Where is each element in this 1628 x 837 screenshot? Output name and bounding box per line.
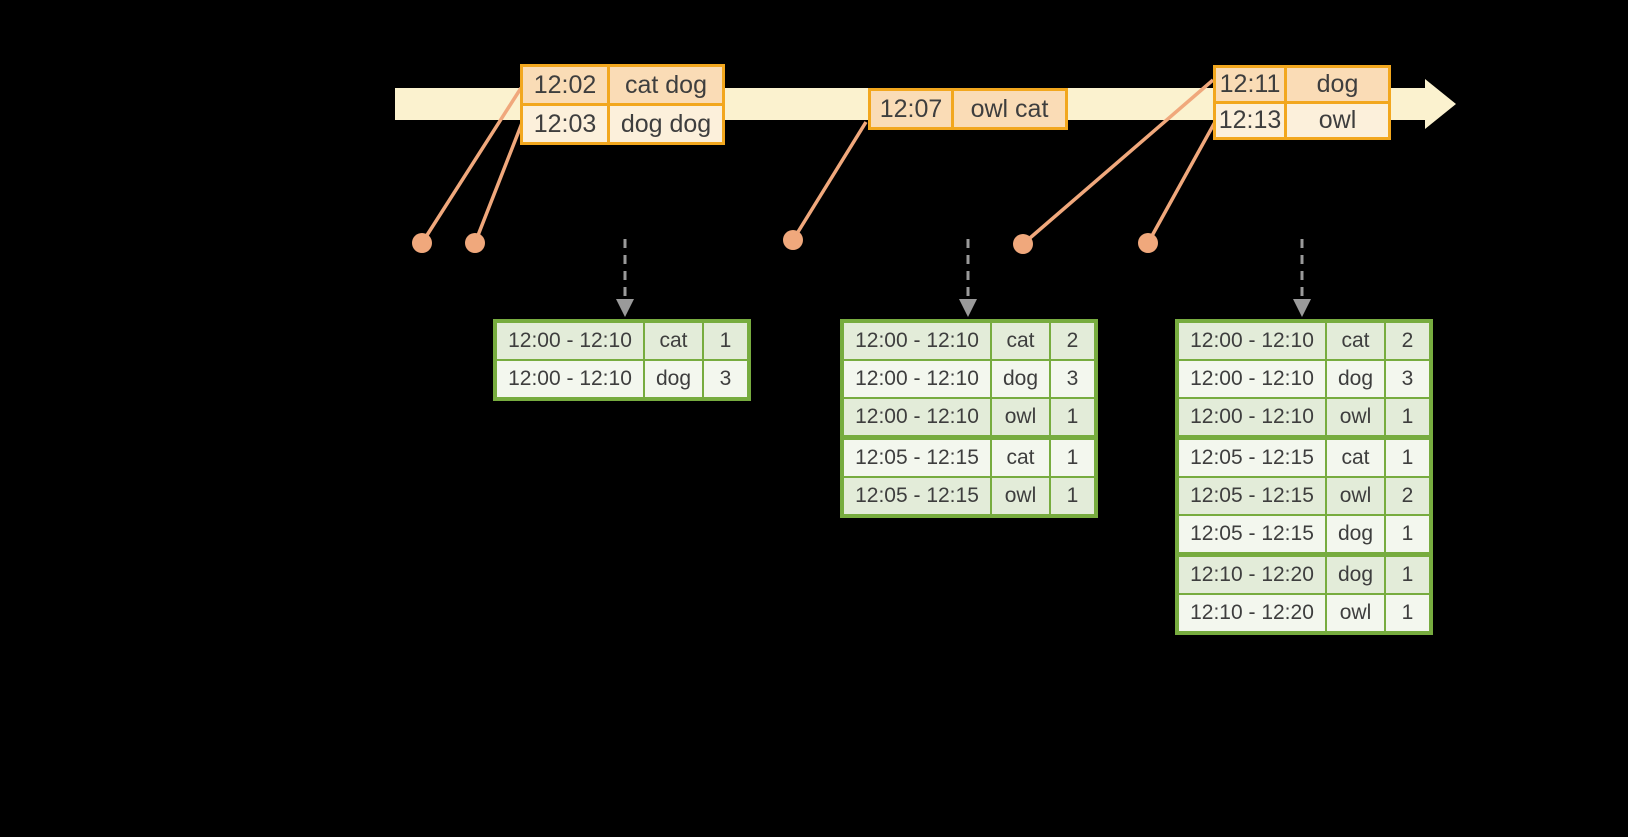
event-dot-icon	[1013, 234, 1033, 254]
word-cell: dog	[643, 359, 704, 400]
word-cell: owl	[1325, 397, 1386, 439]
word-cell: dog	[990, 359, 1051, 399]
count-cell: 1	[1049, 397, 1097, 439]
connector-line	[791, 121, 868, 241]
count-cell: 2	[1384, 320, 1432, 361]
window-cell: 12:05 - 12:15	[841, 435, 992, 478]
event-dot-icon	[783, 230, 803, 250]
word-cell: cat	[1325, 320, 1386, 361]
word-cell: cat	[643, 320, 704, 361]
window-cell: 12:00 - 12:10	[1176, 397, 1327, 439]
window-cell: 12:05 - 12:15	[1176, 435, 1327, 478]
connector-line	[473, 122, 524, 244]
window-cell: 12:00 - 12:10	[494, 320, 645, 361]
window-cell: 12:00 - 12:10	[841, 359, 992, 399]
event-time-cell: 12:07	[868, 88, 954, 130]
count-cell: 1	[1049, 476, 1097, 517]
result-row: 12:05 - 12:15 cat 1	[841, 435, 1097, 478]
count-cell: 1	[1384, 593, 1432, 634]
word-cell: owl	[1325, 593, 1386, 634]
window-cell: 12:05 - 12:15	[1176, 514, 1327, 556]
window-cell: 12:10 - 12:20	[1176, 552, 1327, 595]
count-cell: 1	[1384, 514, 1432, 556]
timeline-arrowhead-icon	[1425, 79, 1456, 129]
result-row: 12:00 - 12:10 dog 3	[1176, 359, 1432, 399]
event-row: 12:02 cat dog	[520, 64, 725, 106]
window-cell: 12:10 - 12:20	[1176, 593, 1327, 634]
connector-line	[1146, 121, 1217, 244]
event-table-1: 12:02 cat dog 12:03 dog dog	[520, 64, 725, 145]
result-row: 12:10 - 12:20 dog 1	[1176, 552, 1432, 595]
result-row: 12:00 - 12:10 cat 2	[1176, 320, 1432, 361]
count-cell: 3	[702, 359, 750, 400]
result-table-2: 12:00 - 12:10 cat 2 12:00 - 12:10 dog 3 …	[840, 319, 1098, 518]
trigger-arrows	[616, 239, 1311, 317]
word-cell: cat	[990, 320, 1051, 361]
window-cell: 12:00 - 12:10	[841, 397, 992, 439]
count-cell: 1	[1384, 435, 1432, 478]
window-cell: 12:00 - 12:10	[841, 320, 992, 361]
event-words-cell: dog	[1284, 65, 1391, 104]
event-dot-icon	[465, 233, 485, 253]
window-cell: 12:05 - 12:15	[1176, 476, 1327, 516]
result-row: 12:00 - 12:10 dog 3	[841, 359, 1097, 399]
event-time-cell: 12:11	[1213, 65, 1287, 104]
count-cell: 2	[1384, 476, 1432, 516]
event-time-cell: 12:13	[1213, 101, 1287, 140]
word-cell: dog	[1325, 359, 1386, 399]
event-time-cell: 12:03	[520, 103, 610, 145]
count-cell: 1	[702, 320, 750, 361]
result-row: 12:10 - 12:20 owl 1	[1176, 593, 1432, 634]
result-row: 12:00 - 12:10 cat 2	[841, 320, 1097, 361]
event-words-cell: owl cat	[951, 88, 1068, 130]
event-row: 12:11 dog	[1213, 65, 1391, 104]
result-row: 12:05 - 12:15 owl 1	[841, 476, 1097, 517]
result-row: 12:05 - 12:15 dog 1	[1176, 514, 1432, 556]
event-time-cell: 12:02	[520, 64, 610, 106]
event-words-cell: cat dog	[607, 64, 725, 106]
trigger-arrowhead-icon	[616, 299, 634, 317]
word-cell: owl	[990, 476, 1051, 517]
event-dot-icon	[1138, 233, 1158, 253]
result-row: 12:00 - 12:10 owl 1	[841, 397, 1097, 439]
word-cell: owl	[990, 397, 1051, 439]
event-dot-icon	[412, 233, 432, 253]
count-cell: 3	[1384, 359, 1432, 399]
result-row: 12:05 - 12:15 cat 1	[1176, 435, 1432, 478]
window-cell: 12:05 - 12:15	[841, 476, 992, 517]
word-cell: cat	[990, 435, 1051, 478]
event-row: 12:03 dog dog	[520, 103, 725, 145]
event-row: 12:07 owl cat	[868, 88, 1068, 130]
word-cell: owl	[1325, 476, 1386, 516]
event-table-2: 12:07 owl cat	[868, 88, 1068, 130]
result-row: 12:00 - 12:10 cat 1	[494, 320, 750, 361]
word-cell: cat	[1325, 435, 1386, 478]
word-cell: dog	[1325, 514, 1386, 556]
word-cell: dog	[1325, 552, 1386, 595]
result-row: 12:05 - 12:15 owl 2	[1176, 476, 1432, 516]
result-table-1: 12:00 - 12:10 cat 1 12:00 - 12:10 dog 3	[493, 319, 751, 401]
connector-line	[420, 87, 523, 244]
event-table-3: 12:11 dog 12:13 owl	[1213, 65, 1391, 140]
trigger-arrowhead-icon	[1293, 299, 1311, 317]
trigger-arrowhead-icon	[959, 299, 977, 317]
event-row: 12:13 owl	[1213, 101, 1391, 140]
event-words-cell: owl	[1284, 101, 1391, 140]
result-row: 12:00 - 12:10 owl 1	[1176, 397, 1432, 439]
count-cell: 1	[1049, 435, 1097, 478]
event-connectors	[412, 78, 1217, 254]
window-cell: 12:00 - 12:10	[1176, 320, 1327, 361]
count-cell: 1	[1384, 397, 1432, 439]
window-cell: 12:00 - 12:10	[494, 359, 645, 400]
connector-line	[1021, 78, 1215, 246]
event-words-cell: dog dog	[607, 103, 725, 145]
result-row: 12:00 - 12:10 dog 3	[494, 359, 750, 400]
count-cell: 3	[1049, 359, 1097, 399]
count-cell: 2	[1049, 320, 1097, 361]
window-cell: 12:00 - 12:10	[1176, 359, 1327, 399]
count-cell: 1	[1384, 552, 1432, 595]
result-table-3: 12:00 - 12:10 cat 2 12:00 - 12:10 dog 3 …	[1175, 319, 1433, 635]
